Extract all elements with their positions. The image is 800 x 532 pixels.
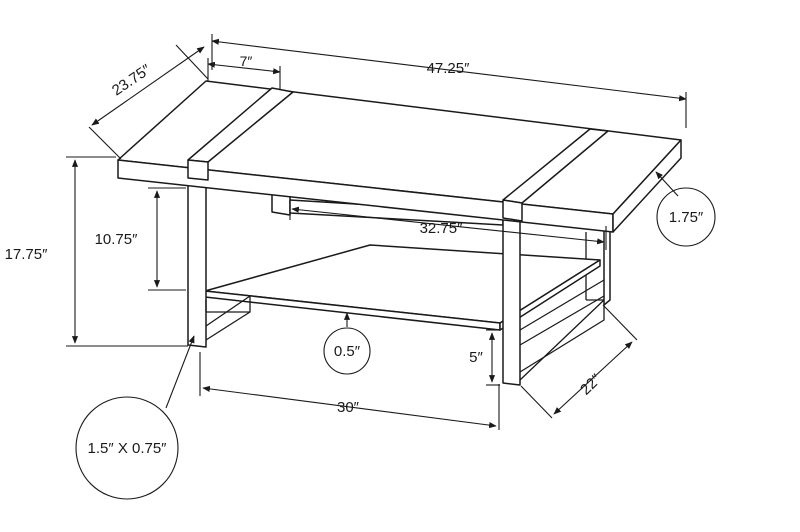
height-label: 17.75″ [5,246,49,263]
width-label: 47.25″ [427,60,471,77]
shelf-thickness-label: 0.5″ [334,343,361,360]
depth-label: 23.75″ [109,61,155,99]
base-depth-label: 22″ [577,371,605,399]
dimension-lines [66,34,716,500]
shelf-height-label: 10.75″ [95,231,139,248]
left-front-leg [187,169,251,348]
strap-width-label: 7″ [240,53,253,69]
leg-spacing-label: 30″ [337,399,360,416]
table-drawing [117,80,682,386]
shelf-clearance-label: 5″ [469,349,483,366]
inner-length-label: 32.75″ [420,220,464,237]
leg-profile-label: 1.5″ X 0.75″ [87,440,167,457]
top-thickness-label: 1.75″ [669,209,704,226]
